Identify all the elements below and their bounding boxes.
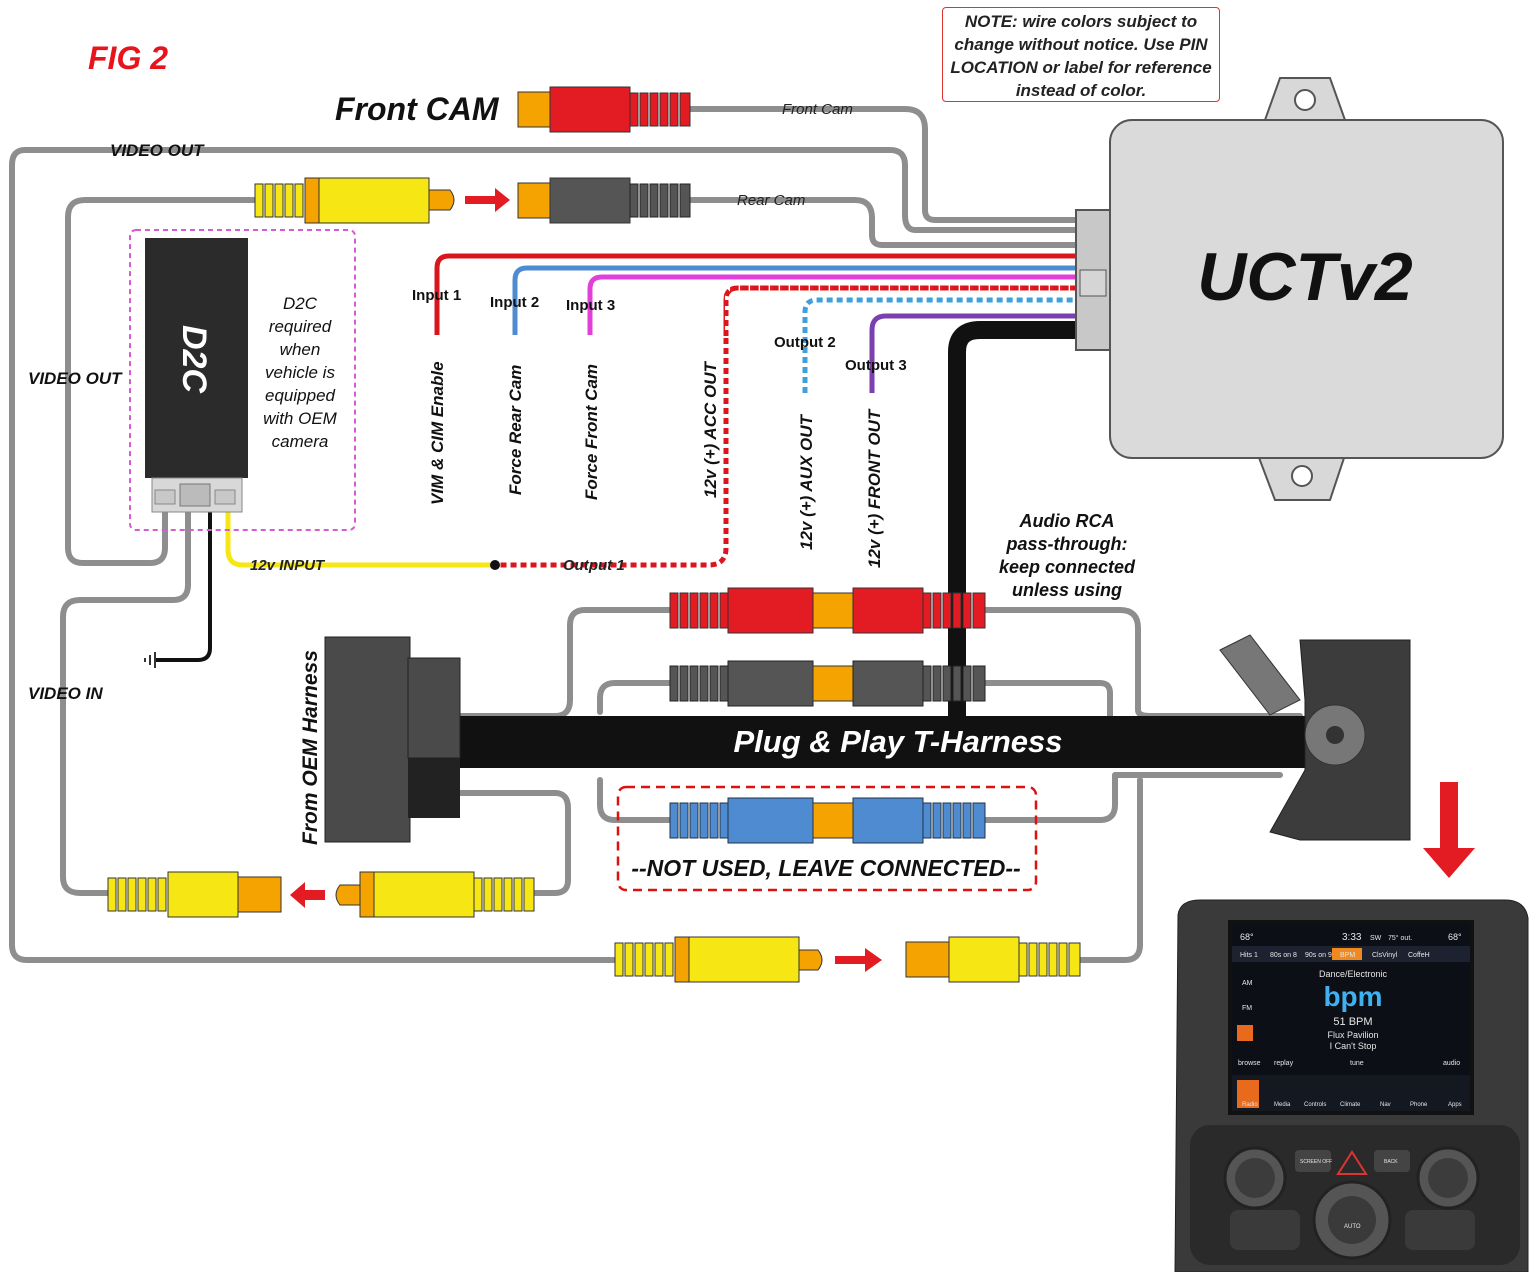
svg-text:bpm: bpm xyxy=(1323,981,1382,1012)
svg-text:pass-through:: pass-through: xyxy=(1006,534,1128,554)
input-1-label: Input 1 xyxy=(412,287,461,304)
svg-text:Media: Media xyxy=(1274,1102,1291,1108)
svg-text:SW: SW xyxy=(1370,935,1382,942)
svg-text:Phone: Phone xyxy=(1410,1102,1428,1108)
svg-text:Climate: Climate xyxy=(1340,1102,1361,1108)
svg-text:browse: browse xyxy=(1238,1060,1261,1067)
svg-text:ClsVinyl: ClsVinyl xyxy=(1372,952,1398,959)
svg-text:when: when xyxy=(280,340,321,359)
force-rear-cam-label: Force Rear Cam xyxy=(506,365,525,495)
svg-text:90s on 9: 90s on 9 xyxy=(1305,952,1332,959)
front-cam-connector xyxy=(517,86,691,133)
video-in-rca-pair xyxy=(107,871,535,918)
output-1-label: Output 1 xyxy=(563,557,625,574)
svg-text:audio: audio xyxy=(1443,1060,1460,1067)
svg-text:CoffeH: CoffeH xyxy=(1408,952,1430,959)
svg-text:Dance/Electronic: Dance/Electronic xyxy=(1319,969,1388,979)
vim-cim-enable-label: VIM & CIM Enable xyxy=(428,361,447,505)
arrow-down-icon xyxy=(1423,782,1475,878)
harness-title: Plug & Play T-Harness xyxy=(733,724,1062,759)
d2c-label: D2C xyxy=(175,325,213,393)
svg-text:Nav: Nav xyxy=(1380,1102,1391,1108)
wire-color-note: NOTE: wire colors subject to change with… xyxy=(942,7,1220,102)
ground-icon xyxy=(144,652,156,668)
uctv2-label: UCTv2 xyxy=(1197,239,1413,315)
video-out-left-label: VIDEO OUT xyxy=(28,369,123,388)
svg-text:tune: tune xyxy=(1350,1060,1364,1067)
gray-wires xyxy=(9,106,1303,963)
video-out-top-label: VIDEO OUT xyxy=(110,141,205,160)
svg-text:Flux Pavilion: Flux Pavilion xyxy=(1327,1030,1378,1040)
svg-text:D2C: D2C xyxy=(283,294,318,313)
svg-text:FM: FM xyxy=(1242,1005,1252,1012)
input-2-label: Input 2 xyxy=(490,294,539,311)
signal-wires xyxy=(434,253,1078,393)
radio-head-unit xyxy=(1174,899,1529,1272)
svg-text:unless using: unless using xyxy=(1012,580,1122,600)
rear-cam-connector xyxy=(517,177,691,224)
d2c-module xyxy=(145,238,248,513)
svg-text:80s on 8: 80s on 8 xyxy=(1270,952,1297,959)
oem-harness-label: From OEM Harness xyxy=(299,650,322,845)
svg-text:vehicle is: vehicle is xyxy=(265,363,335,382)
svg-text:AM: AM xyxy=(1242,980,1253,987)
uctv2-module xyxy=(1075,77,1504,501)
output-3-label: Output 3 xyxy=(845,357,907,374)
svg-text:Hits 1: Hits 1 xyxy=(1240,952,1258,959)
t-harness xyxy=(324,634,1411,843)
front-out-label: 12v (+) FRONT OUT xyxy=(865,408,884,568)
radio-screen: 68° 3:33 SW 75° out. 68° Hits 1 80s on 8… xyxy=(1238,932,1462,1230)
figure-label: FIG 2 xyxy=(88,40,169,76)
d2c-note: D2C required when vehicle is equipped wi… xyxy=(263,294,338,451)
svg-text:Radio: Radio xyxy=(1242,1102,1258,1108)
input-3-label: Input 3 xyxy=(566,297,615,314)
acc-out-label: 12v (+) ACC OUT xyxy=(701,361,720,498)
svg-text:camera: camera xyxy=(272,432,329,451)
not-used-label: --NOT USED, LEAVE CONNECTED-- xyxy=(631,855,1020,881)
gray-audio-rca xyxy=(669,660,986,707)
svg-text:Apps: Apps xyxy=(1448,1102,1462,1108)
front-cam-title: Front CAM xyxy=(335,91,500,127)
svg-text:Controls: Controls xyxy=(1304,1102,1326,1108)
blue-unused-rca xyxy=(669,797,986,844)
svg-text:with OEM: with OEM xyxy=(263,409,338,428)
rear-cam-wire-label: Rear Cam xyxy=(737,192,805,209)
svg-text:AUTO: AUTO xyxy=(1344,1224,1361,1230)
svg-text:SCREEN OFF: SCREEN OFF xyxy=(1300,1159,1332,1165)
svg-text:keep connected: keep connected xyxy=(999,557,1136,577)
svg-text:75° out.: 75° out. xyxy=(1388,934,1412,942)
arrow-left-icon xyxy=(290,882,325,908)
svg-text:required: required xyxy=(269,317,332,336)
svg-text:BACK: BACK xyxy=(1384,1159,1398,1165)
svg-text:68°: 68° xyxy=(1448,932,1462,942)
red-audio-rca xyxy=(669,587,986,634)
video-in-label: VIDEO IN xyxy=(28,684,103,703)
svg-text:BPM: BPM xyxy=(1340,952,1355,959)
12v-input-label: 12v INPUT xyxy=(250,557,326,574)
svg-text:3:33: 3:33 xyxy=(1342,932,1362,943)
svg-text:Audio RCA: Audio RCA xyxy=(1019,511,1115,531)
svg-text:51 BPM: 51 BPM xyxy=(1333,1016,1372,1028)
force-front-cam-label: Force Front Cam xyxy=(582,364,601,500)
aux-out-label: 12v (+) AUX OUT xyxy=(797,413,816,550)
arrow-right-icon xyxy=(465,188,510,212)
svg-text:equipped: equipped xyxy=(265,386,336,405)
front-cam-wire-label: Front Cam xyxy=(782,101,853,118)
yellow-rca-top xyxy=(254,177,455,224)
audio-note: Audio RCA pass-through: keep connected u… xyxy=(999,511,1136,600)
arrow-right-icon xyxy=(835,948,882,972)
svg-text:I Can't Stop: I Can't Stop xyxy=(1330,1041,1377,1051)
output-2-label: Output 2 xyxy=(774,334,836,351)
svg-text:68°: 68° xyxy=(1240,932,1254,942)
svg-text:replay: replay xyxy=(1274,1060,1294,1067)
video-out-rca-pair xyxy=(614,936,1081,983)
